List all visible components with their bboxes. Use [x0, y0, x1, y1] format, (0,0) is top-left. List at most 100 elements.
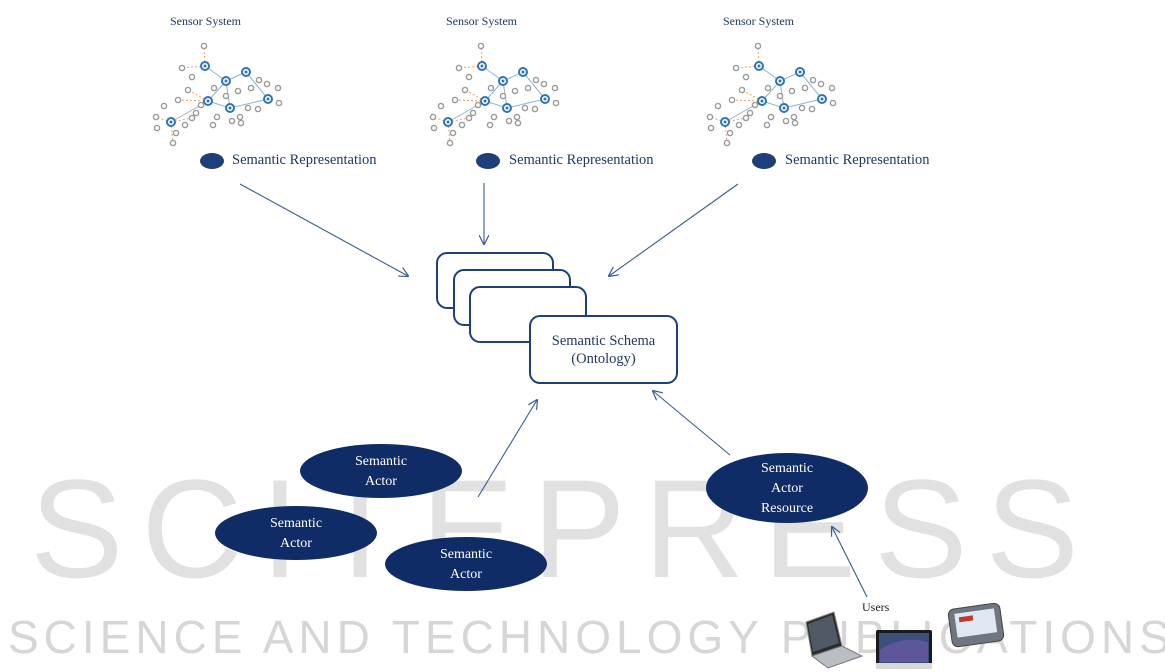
sensor-link-dashed [177, 99, 209, 102]
sensor-node [274, 84, 282, 92]
sensor-node [521, 104, 529, 112]
sensor-node [728, 96, 736, 104]
sensor-node [732, 64, 740, 72]
sensor-node [477, 42, 485, 50]
sensor-node [540, 80, 548, 88]
actor-label-2-line2: Actor [280, 536, 312, 551]
sensor-node [738, 86, 746, 94]
sensor-node [532, 76, 540, 84]
sensor-node [791, 119, 799, 127]
sensor-system-title-2: Sensor System [446, 14, 518, 28]
sensor-node [188, 114, 196, 122]
sensor-link-dashed [447, 121, 451, 144]
sensor-node [152, 113, 160, 121]
actor-label-3: Semantic Actor [385, 545, 547, 585]
sensor-node [828, 84, 836, 92]
sensor-node [263, 80, 271, 88]
sensor-node [782, 117, 790, 125]
sensor-node [801, 84, 809, 92]
sensor-hub-core [778, 79, 782, 83]
sensor-node [706, 113, 714, 121]
sensor-hub-core [798, 70, 802, 74]
sensor-node [181, 121, 189, 129]
sensor-node [808, 105, 816, 113]
sensor-node [275, 99, 283, 107]
sensor-node [735, 121, 743, 129]
sensor-link-dashed [731, 99, 763, 102]
sensor-node [490, 113, 498, 121]
sensor-node [200, 42, 208, 50]
sensor-node [726, 129, 734, 137]
actor-label-1-line2: Actor [365, 474, 397, 489]
sensor-hub-core [820, 97, 824, 101]
sensor-network-3 [706, 42, 837, 147]
sensor-node [237, 119, 245, 127]
sensor-node [809, 76, 817, 84]
actor-label-3-line2: Actor [450, 567, 482, 582]
sensor-node [178, 64, 186, 72]
sensor-node [790, 113, 798, 121]
sensor-hub-core [203, 64, 207, 68]
sensor-node [236, 113, 244, 121]
arrow-actor-to-schema [477, 400, 537, 498]
sensor-link-dashed [724, 117, 747, 123]
resource-actor-label: Semantic Actor Resource [706, 459, 868, 519]
sensor-node [511, 87, 519, 95]
sensor-node [829, 99, 837, 107]
resource-actor-ellipse [706, 453, 868, 523]
sensor-link-dashed [203, 45, 206, 67]
sensor-link [506, 98, 546, 109]
schema-label: Semantic Schema (Ontology) [530, 332, 677, 368]
sensor-hub-core [266, 97, 270, 101]
sensor-node [505, 117, 513, 125]
semantic-representation-label-1: Semantic Representation [232, 152, 377, 168]
sensor-node [707, 124, 715, 132]
sensor-node [465, 73, 473, 81]
sensor-hub-core [782, 106, 786, 110]
arrow-resource-to-schema [653, 391, 731, 456]
sensor-node [184, 86, 192, 94]
sensor-node [817, 80, 825, 88]
sensor-network-2 [429, 42, 560, 147]
users-label: Users [862, 600, 890, 614]
sensor-node [174, 96, 182, 104]
sensor-node [767, 113, 775, 121]
sensor-node [192, 109, 200, 117]
sensor-node [776, 92, 784, 100]
sensor-node [465, 114, 473, 122]
sensor-node [788, 87, 796, 95]
sensor-network-1 [152, 42, 283, 147]
sensor-link-dashed [170, 117, 193, 123]
sensor-link [522, 71, 546, 100]
sensor-node [551, 84, 559, 92]
sensor-hub-core [224, 79, 228, 83]
sensor-link-dashed [724, 121, 728, 144]
sensor-node [458, 121, 466, 129]
sensor-node [469, 109, 477, 117]
desktop-icon [876, 630, 932, 669]
sensor-node [254, 105, 262, 113]
sensor-node [153, 124, 161, 132]
sensor-node [513, 113, 521, 121]
sensor-node [514, 119, 522, 127]
actor-label-1-line1: Semantic [354, 454, 408, 469]
sensor-node [461, 86, 469, 94]
arrow-users-to-resource [832, 527, 868, 598]
resource-actor-line3: Resource [760, 501, 814, 516]
sensor-link [229, 98, 269, 109]
schema-title: Semantic Schema [551, 333, 656, 349]
schema-subtitle: (Ontology) [571, 351, 636, 367]
sensor-hub-core [543, 97, 547, 101]
sensor-node [188, 73, 196, 81]
sensor-link-dashed [480, 45, 483, 67]
actor-label-2-line1: Semantic [269, 516, 323, 531]
sensor-node [798, 104, 806, 112]
sensor-hub-core [169, 120, 173, 124]
actor-label-2: Semantic Actor [215, 514, 377, 554]
sensor-node [446, 139, 454, 147]
actor-ellipse-1 [300, 444, 462, 498]
sensor-node [742, 114, 750, 122]
sensor-node [524, 84, 532, 92]
